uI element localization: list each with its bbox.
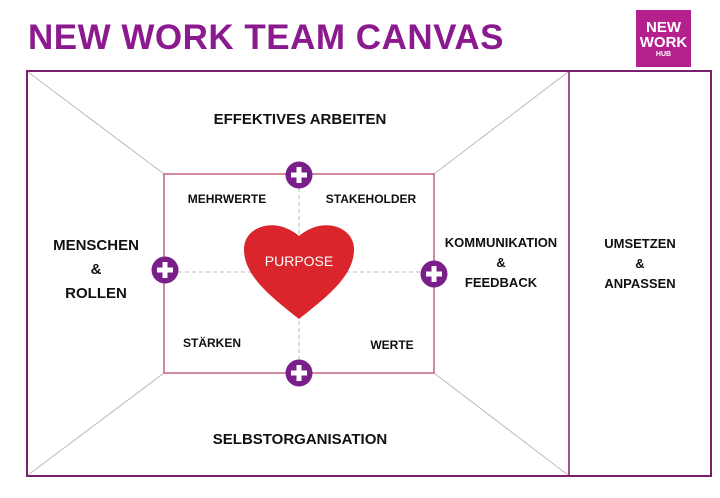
new-work-hub-logo: NEW WORK HUB	[636, 10, 691, 67]
plus-circle-icon	[285, 359, 313, 387]
section-label-bottom: SELBSTORGANISATION	[212, 431, 388, 448]
section-label-far-right: UMSETZEN & ANPASSEN	[580, 234, 700, 294]
diagonal-top-right	[433, 71, 569, 175]
left-label-line-3: ROLLEN	[65, 285, 127, 302]
right-label-line-3: FEEDBACK	[464, 275, 538, 290]
section-label-right: KOMMUNIKATION & FEEDBACK	[430, 233, 572, 293]
heart-label: PURPOSE	[264, 253, 334, 269]
plus-circle-icon	[420, 260, 448, 288]
left-label-line-1: MENSCHEN	[53, 237, 139, 254]
far-right-label-line-3: ANPASSEN	[604, 276, 676, 291]
quadrant-label-bottom-right: WERTE	[370, 338, 414, 352]
far-right-label-line-2: &	[635, 256, 645, 271]
diagonal-top-left	[27, 71, 165, 175]
logo-line-1: NEW	[646, 18, 681, 36]
logo-line-3: HUB	[655, 50, 672, 58]
diagonal-bottom-left	[27, 372, 165, 476]
quadrant-label-top-right: STAKEHOLDER	[325, 192, 417, 206]
right-label-line-2: &	[496, 255, 506, 270]
far-right-label-line-1: UMSETZEN	[604, 236, 676, 251]
diagonal-bottom-right	[433, 372, 569, 476]
right-label-line-1: KOMMUNIKATION	[444, 235, 558, 250]
section-label-left: MENSCHEN & ROLLEN	[28, 234, 164, 306]
section-label-top: EFFEKTIVES ARBEITEN	[213, 111, 387, 128]
logo-line-2: WORK	[639, 33, 688, 51]
outer-frame	[26, 70, 712, 477]
heart-icon	[243, 225, 355, 319]
page-title: NEW WORK TEAM CANVAS	[28, 18, 504, 57]
left-label-line-2: &	[90, 261, 102, 278]
quadrant-label-bottom-left: STÄRKEN	[182, 336, 241, 350]
quadrant-label-top-left: MEHRWERTE	[187, 192, 267, 206]
plus-circle-icon	[285, 161, 313, 189]
plus-circle-icon	[151, 256, 179, 284]
